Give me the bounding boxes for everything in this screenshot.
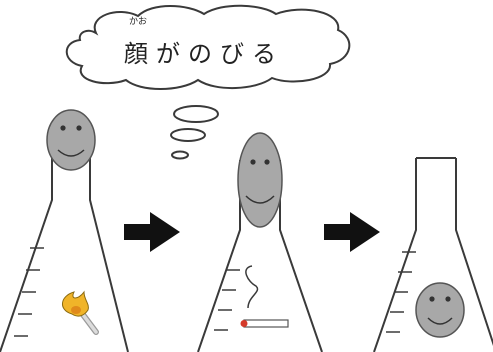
face-smile <box>427 317 453 325</box>
face-head <box>237 132 283 228</box>
match-icon <box>62 290 99 335</box>
smoke-line <box>245 265 259 309</box>
stretched-face-icon <box>237 132 283 228</box>
cigarette-ember <box>240 320 248 327</box>
match-head <box>71 306 81 314</box>
face-eye <box>429 296 435 302</box>
face-head <box>46 109 96 171</box>
arrow-right-icon <box>324 212 380 252</box>
thought-cloud <box>65 4 351 160</box>
thought-bubble-small <box>171 150 189 160</box>
thought-text: 顔がのびる <box>124 40 284 68</box>
flask-left <box>0 109 129 352</box>
thought-bubble-medium <box>170 128 206 142</box>
ruby-reading: かお <box>129 17 148 27</box>
face-eye <box>264 159 270 165</box>
flask-middle <box>197 132 323 352</box>
thought-bubble-large <box>173 105 219 123</box>
cloud-outline <box>65 4 351 90</box>
face-smile <box>245 195 275 204</box>
face-smile <box>57 149 85 157</box>
thought-caption: かお 顔がのびる <box>124 14 324 74</box>
face-icon <box>46 109 96 171</box>
face-eye <box>76 125 82 131</box>
flask-right <box>373 157 493 352</box>
face-head <box>415 282 465 338</box>
cigarette-icon <box>240 265 289 328</box>
arrow-right-icon <box>124 212 180 252</box>
face-icon <box>415 282 465 338</box>
face-eye <box>60 125 66 131</box>
match-flame <box>62 290 89 317</box>
face-eye <box>445 296 451 302</box>
cigarette-body <box>243 319 289 328</box>
face-eye <box>250 159 256 165</box>
flask-right-outline <box>373 157 493 352</box>
